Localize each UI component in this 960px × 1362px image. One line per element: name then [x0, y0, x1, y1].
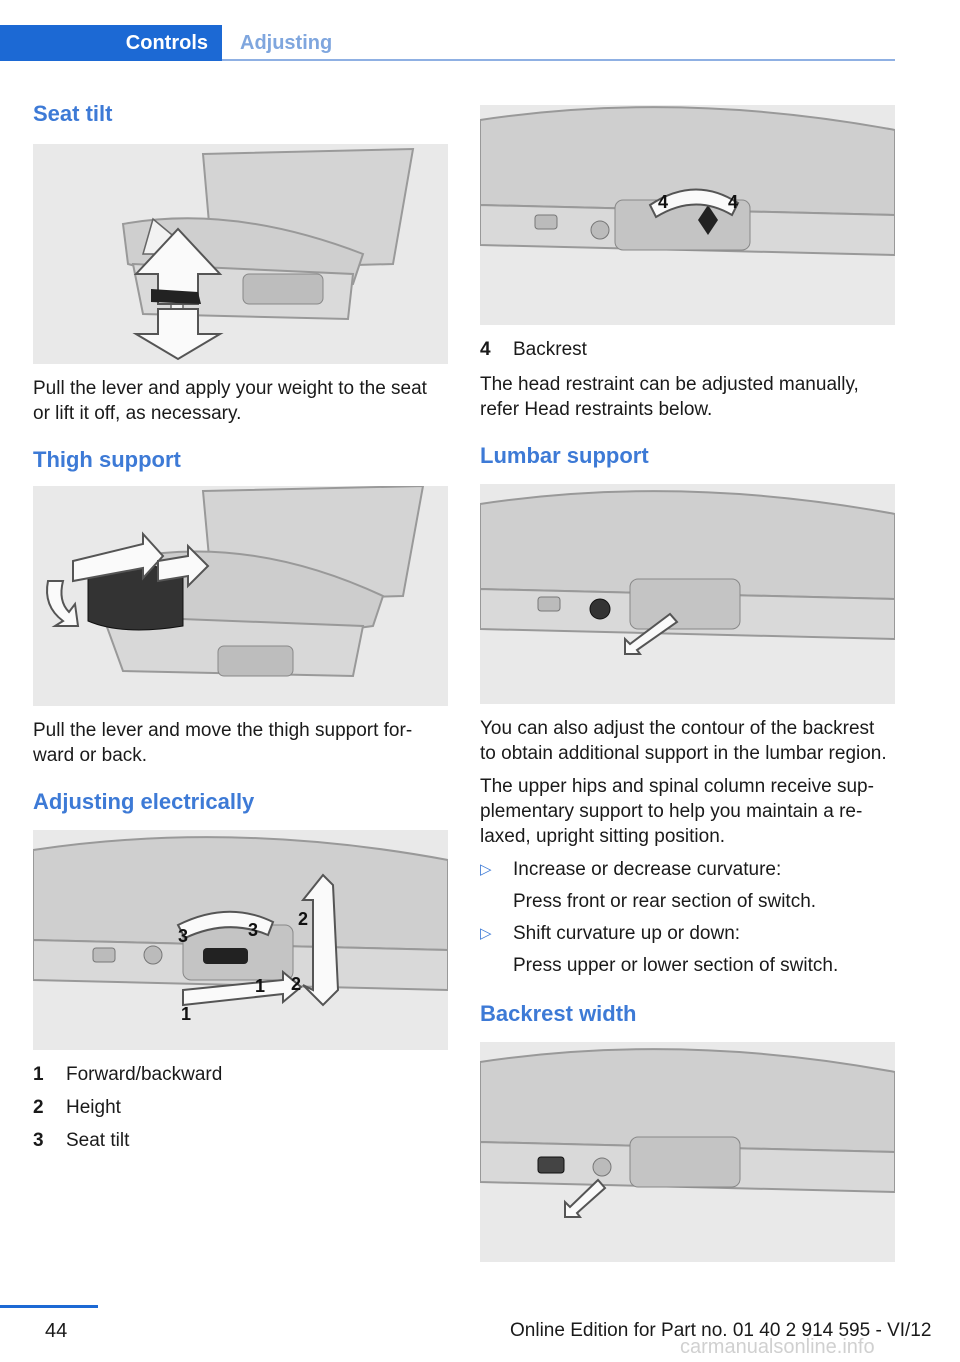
footer-divider — [0, 1305, 98, 1308]
bullet-item: ▷ Increase or decrease curvature: — [480, 857, 895, 882]
legend-label: Seat tilt — [66, 1130, 130, 1151]
heading-seat-tilt: Seat tilt — [33, 101, 113, 126]
legend-list: 1 Forward/backward 2 Height 3 Seat tilt — [33, 1062, 448, 1153]
legend-num: 2 — [33, 1097, 44, 1118]
legend-label: Forward/backward — [66, 1064, 223, 1085]
callout-1b: 1 — [255, 976, 265, 996]
legend-label: Height — [66, 1097, 121, 1118]
legend-item: 2 Height — [33, 1095, 448, 1120]
legend-label: Backrest — [513, 339, 587, 360]
bullet-title: Increase or decrease curvature: — [513, 859, 782, 880]
legend-item: 3 Seat tilt — [33, 1128, 448, 1153]
figure-thigh-support — [33, 486, 448, 706]
callout-2: 2 — [298, 909, 308, 929]
figure-lumbar-support — [480, 484, 895, 704]
edition-text: Online Edition for Part no. 01 40 2 914 … — [510, 1320, 932, 1341]
figure-seat-tilt — [33, 144, 448, 364]
lumbar-text-1: You can also adjust the contour of the b… — [480, 718, 887, 764]
right-column: 4 4 4 Backrest The head restraint can be… — [480, 105, 895, 1262]
seat-tilt-text: Pull the lever and apply your weight to … — [33, 378, 427, 424]
bullet-title: Shift curvature up or down: — [513, 923, 741, 944]
backrest-width-illustration — [480, 1048, 895, 1218]
lumbar-text-2: The upper hips and spinal column receive… — [480, 776, 874, 847]
callout-4b: 4 — [728, 192, 738, 212]
heading-thigh-support: Thigh support — [33, 447, 181, 472]
left-column: Seat tilt Pull the lever and apply your … — [33, 100, 448, 1153]
legend-item-backrest: 4 Backrest — [480, 337, 895, 362]
thigh-support-illustration — [46, 486, 425, 678]
header-divider — [222, 59, 895, 61]
triangle-bullet-icon: ▷ — [480, 925, 492, 942]
heading-adjusting-electrically: Adjusting electrically — [33, 789, 255, 814]
lumbar-bullet-list: ▷ Increase or decrease curvature: Press … — [480, 857, 895, 978]
callout-1: 1 — [181, 1004, 191, 1024]
callout-4: 4 — [658, 192, 668, 212]
heading-lumbar-support: Lumbar support — [480, 443, 649, 468]
legend-num: 4 — [480, 339, 491, 360]
legend-num: 1 — [33, 1064, 44, 1085]
triangle-bullet-icon: ▷ — [480, 861, 492, 878]
seat-tilt-illustration — [121, 147, 415, 361]
legend-num: 3 — [33, 1130, 44, 1151]
heading-backrest-width: Backrest width — [480, 1001, 637, 1026]
watermark: carmanualsonline.info — [680, 1336, 875, 1358]
callout-3: 3 — [178, 926, 188, 946]
tab-adjusting[interactable]: Adjusting — [240, 31, 333, 54]
thigh-support-text: Pull the lever and move the thigh suppor… — [33, 720, 413, 766]
figure-backrest-width — [480, 1042, 895, 1262]
backrest-illustration: 4 4 — [480, 106, 895, 257]
bullet-item: ▷ Shift curvature up or down: — [480, 921, 895, 946]
head-restraint-text: The head restraint can be adjusted manua… — [480, 374, 859, 420]
figure-adjusting-electrically: 1 1 2 2 3 3 — [33, 830, 448, 1050]
callout-3b: 3 — [248, 920, 258, 940]
page-number: 44 — [45, 1320, 68, 1342]
bullet-sub: Press upper or lower section of switch. — [513, 955, 839, 976]
legend-item: 1 Forward/backward — [33, 1062, 448, 1087]
bullet-sub: Press front or rear section of switch. — [513, 891, 817, 912]
electric-adjust-illustration: 1 1 2 2 3 3 — [33, 836, 448, 1024]
lumbar-illustration — [480, 490, 895, 655]
callout-2b: 2 — [291, 974, 301, 994]
tab-controls[interactable]: Controls — [0, 25, 222, 61]
chapter-header: Controls Adjusting — [0, 25, 895, 61]
figure-backrest: 4 4 — [480, 105, 895, 325]
